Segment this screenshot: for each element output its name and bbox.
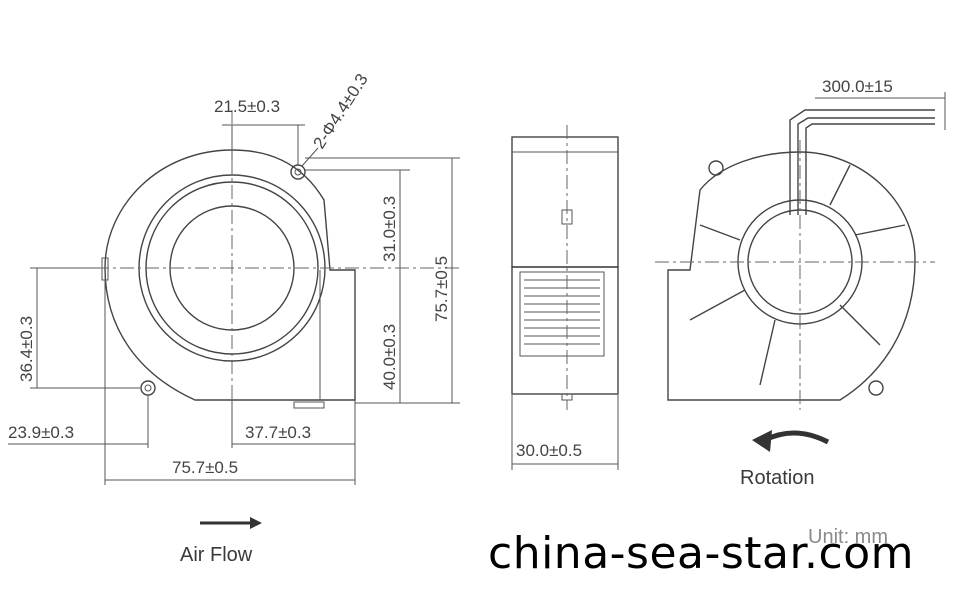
- lead-wires: [789, 109, 935, 215]
- mount-hole-top-icon: [290, 164, 306, 180]
- back-housing-outline: [667, 151, 916, 401]
- back-mount-hole-bottom-icon: [868, 380, 884, 396]
- dim-center-to-top: 31.0±0.3: [380, 196, 399, 262]
- outlet-fins: [524, 279, 600, 345]
- side-body-top: [511, 136, 619, 268]
- side-outlet: [519, 271, 605, 357]
- dim-hole-spacing: 21.5±0.3: [214, 97, 280, 116]
- dim-overall-height: 75.7±0.5: [432, 256, 451, 322]
- rotation-label: Rotation: [740, 467, 815, 489]
- dim-left-hole-height: 36.4±0.3: [17, 316, 36, 382]
- mount-hole-bottom-icon: [140, 380, 156, 396]
- watermark: china-sea-star.com: [488, 528, 915, 579]
- airflow-label: Air Flow: [180, 544, 253, 566]
- dim-overall-width: 75.7±0.5: [172, 458, 238, 477]
- side-body-bottom: [511, 266, 619, 395]
- dim-left-hole-offset: 23.9±0.3: [8, 423, 74, 442]
- back-spokes: [689, 164, 906, 386]
- dim-holes: 2-Φ4.4±0.3: [309, 70, 371, 152]
- front-housing-outline: [104, 149, 356, 401]
- side-view: 30.0±0.5: [511, 125, 619, 470]
- rotation-arrow-icon: [763, 430, 830, 445]
- dim-thickness: 30.0±0.5: [516, 441, 582, 460]
- dim-center-to-bottom: 40.0±0.3: [380, 324, 399, 390]
- back-view: 300.0±15 Rotation: [655, 77, 946, 489]
- unit-label: Unit: mm: [808, 526, 888, 548]
- front-view: 21.5±0.3 2-Φ4.4±0.3 31.0±0.3 40.0±0.3 75…: [8, 70, 460, 566]
- dim-lead-length: 300.0±15: [822, 77, 893, 96]
- back-mount-hole-top-icon: [708, 160, 724, 176]
- dim-outlet-offset: 37.7±0.3: [245, 423, 311, 442]
